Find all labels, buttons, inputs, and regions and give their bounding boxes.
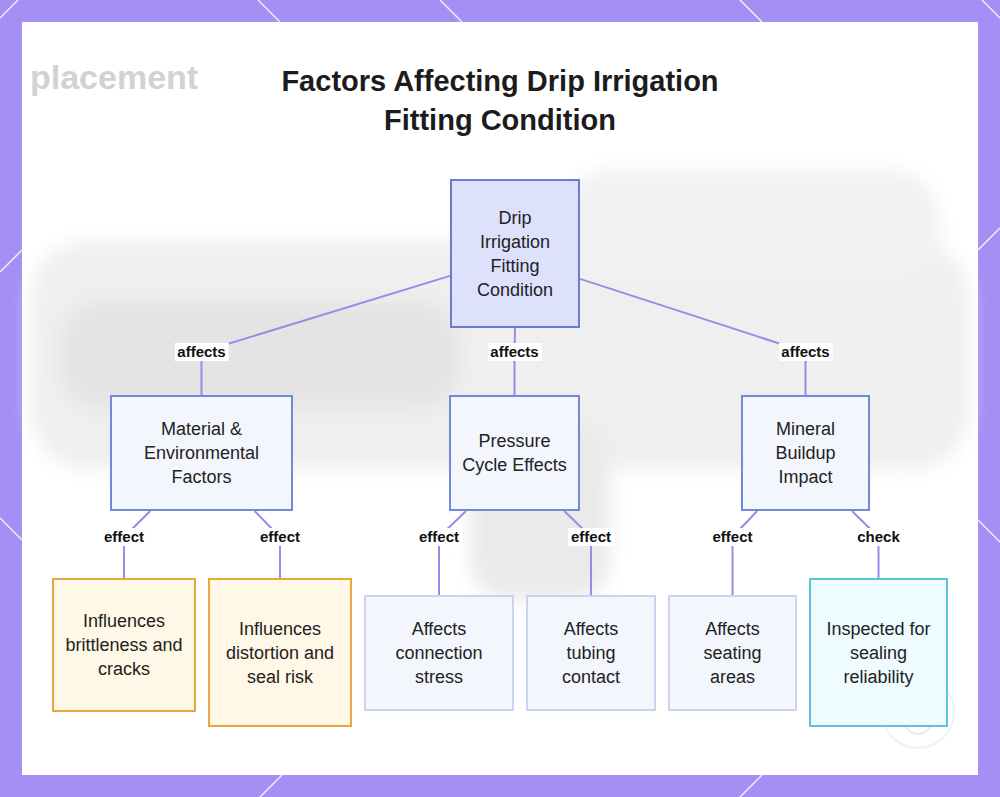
- connector-line: [733, 511, 758, 595]
- node-label: Material & Environmental Factors: [122, 417, 281, 489]
- edge-label: check: [854, 528, 903, 546]
- effect-box: Affects connection stress: [364, 595, 514, 711]
- connector-line: [564, 511, 591, 595]
- category-box: Mineral Buildup Impact: [741, 395, 870, 511]
- edge-label: effect: [709, 528, 755, 546]
- edge-label: affects: [778, 343, 832, 361]
- effect-box: Influences brittleness and cracks: [52, 578, 196, 712]
- node-label: Drip Irrigation Fitting Condition: [462, 206, 568, 302]
- connector-line: [202, 276, 451, 395]
- node-label: Influences brittleness and cracks: [64, 609, 184, 681]
- effect-box: Affects seating areas: [668, 595, 797, 711]
- effect-box: Affects tubing contact: [526, 595, 656, 711]
- category-box: Material & Environmental Factors: [110, 395, 293, 511]
- node-label: Pressure Cycle Effects: [461, 429, 568, 477]
- edge-label: effect: [568, 528, 614, 546]
- node-label: Affects tubing contact: [538, 617, 644, 689]
- node-label: Affects seating areas: [680, 617, 785, 689]
- node-label: Inspected for sealing reliability: [821, 617, 936, 689]
- category-box: Pressure Cycle Effects: [449, 395, 580, 511]
- watermark-text: placement: [30, 58, 198, 97]
- check-box: Inspected for sealing reliability: [809, 578, 948, 727]
- edge-label: effect: [416, 528, 462, 546]
- root-box: Drip Irrigation Fitting Condition: [450, 179, 580, 328]
- node-label: Affects connection stress: [376, 617, 502, 689]
- edge-label: affects: [174, 343, 228, 361]
- node-label: Mineral Buildup Impact: [753, 417, 858, 489]
- edge-label: effect: [257, 528, 303, 546]
- edge-label: affects: [487, 343, 541, 361]
- effect-box: Influences distortion and seal risk: [208, 578, 352, 727]
- diagram-title: Factors Affecting Drip Irrigation Fittin…: [250, 62, 750, 140]
- connector-line: [514, 328, 517, 395]
- node-label: Influences distortion and seal risk: [220, 617, 340, 689]
- edge-label: effect: [101, 528, 147, 546]
- connector-line: [439, 511, 466, 595]
- connector-line: [580, 279, 806, 395]
